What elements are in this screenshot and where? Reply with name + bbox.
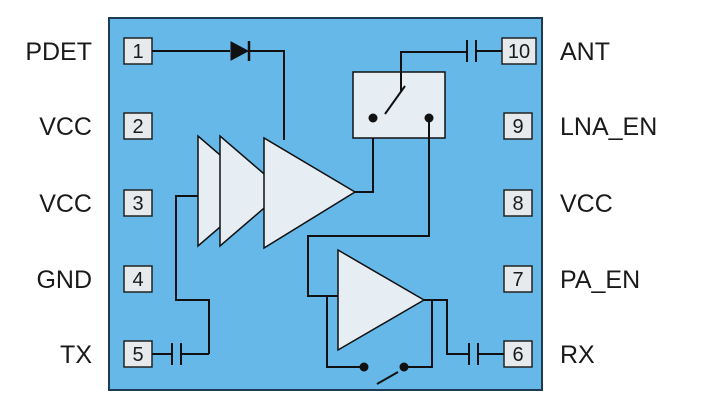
switch-icon	[359, 362, 409, 385]
pin-label: TX	[60, 341, 92, 369]
detector-wire	[249, 50, 285, 140]
pin-label: RX	[560, 341, 595, 369]
pin-8: 8 VCC	[503, 189, 613, 218]
pa-output-wire	[355, 118, 374, 193]
pin-label: PDET	[25, 38, 92, 66]
pin-number: 9	[512, 116, 523, 138]
ant-wire	[400, 51, 466, 92]
pin-10: 10 ANT	[501, 37, 610, 66]
pin-box	[123, 37, 153, 65]
pin-3: 3 VCC	[39, 189, 153, 218]
pin-number: 1	[132, 41, 143, 63]
pin-number: 3	[132, 193, 143, 215]
pin-number: 4	[132, 269, 143, 291]
power-amplifier-triangle-icon	[197, 134, 357, 250]
pin-box	[123, 189, 153, 217]
pdet-path	[152, 41, 285, 140]
tx-wire	[175, 195, 210, 354]
pin-box	[503, 189, 533, 217]
pin-box	[123, 265, 153, 293]
low-noise-amplifier-triangle-icon	[337, 248, 426, 352]
pin-label: VCC	[39, 190, 92, 218]
pin-7: 7 PA_EN	[503, 265, 640, 294]
pin-box	[503, 265, 533, 293]
pin-4: 4 GND	[36, 265, 153, 294]
pin-label: VCC	[560, 190, 613, 218]
pin-5: 5 TX	[60, 340, 153, 369]
pin-box	[503, 340, 533, 368]
pin-number: 5	[132, 344, 143, 366]
pin-1: 1 PDET	[25, 37, 153, 66]
pin-number: 8	[512, 193, 523, 215]
pin-label: VCC	[39, 113, 92, 141]
pin-6: 6 RX	[503, 340, 595, 369]
bypass-right-wire	[404, 300, 433, 368]
pin-number: 2	[132, 116, 143, 138]
rx-wire	[424, 299, 468, 355]
pin-number: 7	[512, 269, 523, 291]
pin-9: 9 LNA_EN	[503, 112, 657, 141]
lna-input-wire	[307, 118, 430, 297]
pin-2: 2 VCC	[39, 112, 153, 141]
pin-label: ANT	[560, 38, 610, 66]
pin-box	[501, 37, 537, 65]
pin-box	[123, 112, 153, 140]
antenna-switch-block	[352, 71, 446, 139]
pin-number: 10	[508, 41, 530, 63]
pin-label: GND	[36, 266, 92, 294]
pin-label: LNA_EN	[560, 113, 657, 141]
bypass-left-wire	[326, 296, 364, 368]
pin-box	[503, 112, 533, 140]
pin-label: PA_EN	[560, 266, 640, 294]
pin-number: 6	[512, 344, 523, 366]
